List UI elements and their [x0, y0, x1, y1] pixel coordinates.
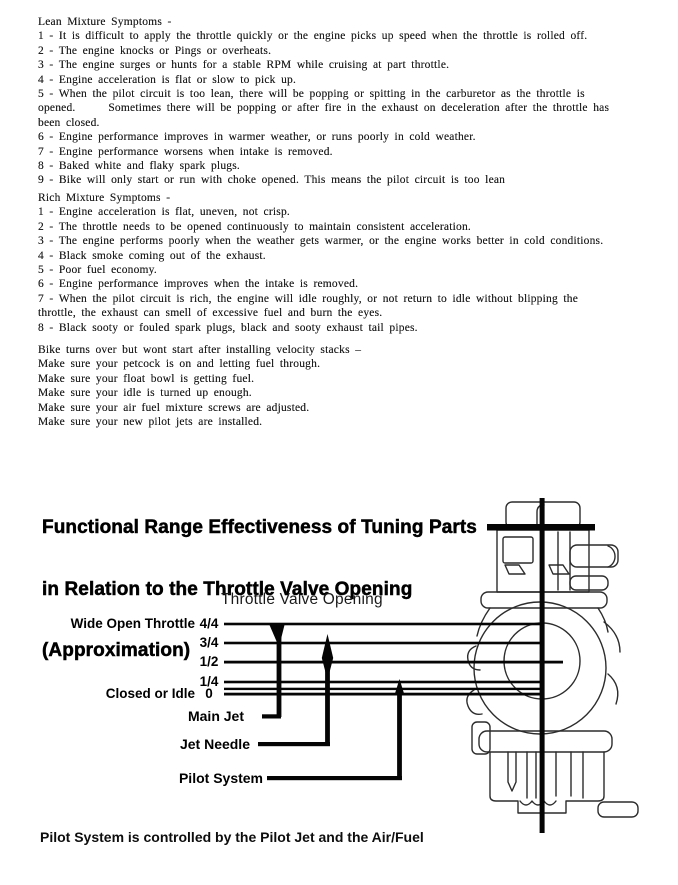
- text-line: 8 - Baked white and flaky spark plugs.: [38, 160, 240, 173]
- axis-title: Throttle Valve Opening: [221, 591, 383, 608]
- main-jet-label: Main Jet: [187, 708, 244, 724]
- text-line: 5 - When the pilot circuit is too lean, …: [38, 88, 585, 101]
- text-line: Make sure your air fuel mixture screws a…: [38, 401, 310, 414]
- text-line: Make sure your petcock is on and letting…: [38, 358, 321, 371]
- pilot-system-label: Pilot System: [178, 770, 263, 786]
- text-line: 2 - The throttle needs to be opened cont…: [38, 220, 471, 233]
- line-3-4: [224, 641, 543, 645]
- text-line: opened. Sometimes there will be popping …: [38, 102, 610, 115]
- figure-heading: Functional Range Effectiveness of Tuning…: [42, 477, 477, 703]
- line-4-4: [224, 622, 543, 626]
- carb-overlay-lines: [487, 498, 595, 833]
- tick-1-4: 1/4: [0, 674, 223, 690]
- text-line: 7 - When the pilot circuit is rich, the …: [38, 292, 579, 305]
- no-start-checklist-block: Bike turns over but wont start after ins…: [38, 343, 361, 429]
- text-line: 4 - Engine acceleration is flat or slow …: [38, 73, 297, 86]
- text-line: 8 - Black sooty or fouled spark plugs, b…: [38, 321, 418, 334]
- line-1-4: [224, 680, 543, 684]
- tick-fraction: 1/4: [199, 674, 219, 689]
- tick-3-4: 3/4: [0, 635, 223, 651]
- text-line: 3 - The engine surges or hunts for a sta…: [38, 59, 450, 72]
- caption-line: mixture screw. These only affect idle to…: [40, 882, 461, 885]
- rich-symptoms-block: Rich Mixture Symptoms - 1 - Engine accel…: [38, 191, 603, 335]
- pilot-system-marker: [267, 679, 405, 781]
- tick-1-2: 1/2: [0, 654, 223, 670]
- tick-0: Closed or Idle 0: [0, 686, 223, 702]
- heading-line: Functional Range Effectiveness of Tuning…: [42, 517, 477, 538]
- jet-needle-marker: [258, 634, 334, 747]
- slide-center-line: [539, 498, 545, 833]
- text-line: Make sure your new pilot jets are instal…: [38, 416, 263, 429]
- tick-4-4: Wide Open Throttle 4/4: [0, 616, 223, 632]
- text-line: Make sure your idle is turned up enough.: [38, 387, 252, 400]
- tick-fraction: 4/4: [199, 616, 219, 631]
- rich-title: Rich Mixture Symptoms -: [38, 192, 171, 204]
- text-line: 5 - Poor fuel economy.: [38, 264, 157, 277]
- text-line: 4 - Black smoke coming out of the exhaus…: [38, 249, 266, 262]
- no-start-title: Bike turns over but wont start after ins…: [38, 344, 362, 356]
- text-line: throttle, the exhaust can smell of exces…: [38, 307, 383, 320]
- text-line: 6 - Engine performance improves in warme…: [38, 131, 476, 144]
- tick-prefix: Closed or Idle: [105, 686, 195, 701]
- heading-line: in Relation to the Throttle Valve Openin…: [42, 578, 413, 600]
- tick-fraction: 3/4: [199, 635, 219, 650]
- text-line: 1 - It is difficult to apply the throttl…: [38, 30, 588, 43]
- text-line: 2 - The engine knocks or Pings or overhe…: [38, 44, 272, 57]
- text-line: 7 - Engine performance worsens when inta…: [38, 145, 333, 158]
- caption-line: Pilot System is controlled by the Pilot …: [40, 829, 424, 846]
- pilot-system-caption: Pilot System is controlled by the Pilot …: [40, 794, 461, 885]
- throttle-lines: [224, 622, 563, 696]
- text-line: been closed.: [38, 116, 100, 129]
- jet-needle-label: Jet Needle: [179, 736, 250, 752]
- line-1-2: [224, 660, 563, 664]
- tick-fraction: 0: [205, 686, 213, 701]
- tick-fraction: 1/2: [199, 654, 219, 669]
- line-0: [224, 692, 543, 696]
- carburetor-illustration: [466, 501, 639, 818]
- tick-prefix: Wide Open Throttle: [70, 616, 195, 631]
- line-idle-upper: [224, 687, 543, 691]
- text-line: 1 - Engine acceleration is flat, uneven,…: [38, 206, 290, 219]
- text-line: 9 - Bike will only start or run with cho…: [38, 174, 506, 187]
- lean-title: Lean Mixture Symptoms -: [38, 16, 172, 28]
- text-line: 3 - The engine performs poorly when the …: [38, 235, 604, 248]
- heading-line: (Approximation): [42, 640, 191, 661]
- main-jet-marker: [262, 624, 285, 719]
- carb-top-bar: [487, 524, 595, 531]
- lean-symptoms-block: Lean Mixture Symptoms - 1 - It is diffic…: [38, 15, 609, 188]
- text-line: Make sure your float bowl is getting fue…: [38, 372, 255, 385]
- text-line: 6 - Engine performance improves when the…: [38, 278, 359, 291]
